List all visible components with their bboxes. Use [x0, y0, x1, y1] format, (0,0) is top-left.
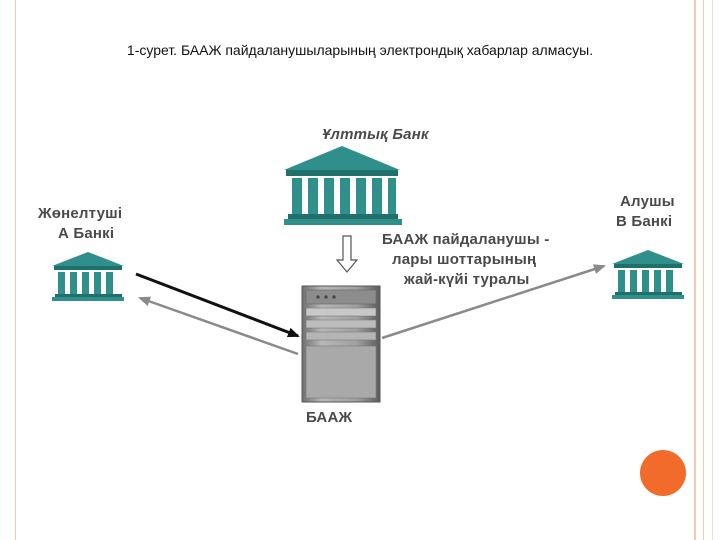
server-label: БААЖ: [306, 409, 353, 426]
national-bank-label: Ұлттық Банк: [322, 126, 429, 143]
sender-bank-label-line1: Жөнелтуші: [38, 205, 123, 222]
slide-border-right-thin: [703, 0, 704, 540]
national-bank-icon: [284, 146, 402, 225]
annotation-line1: БААЖ пайдаланушы -: [382, 231, 550, 248]
arrow-server-to-sender: [138, 296, 299, 356]
sender-bank-icon: [52, 252, 124, 301]
arrow-sender-to-server: [135, 272, 300, 338]
slide-border-right: [694, 0, 696, 540]
down-arrow-icon: [335, 235, 359, 273]
slide-border-right-outer: [712, 0, 713, 540]
receiver-bank-label-line2: В Банкі: [616, 213, 673, 230]
decorative-orange-circle: [640, 450, 686, 496]
receiver-bank-label-line1: Алушы: [620, 193, 675, 210]
annotation-line2: лары шоттарының: [392, 251, 537, 268]
annotation-line3: жай-күйі туралы: [404, 271, 530, 288]
figure-caption: 1-сурет. БААЖ пайдаланушыларының электро…: [126, 42, 594, 58]
arrow-server-to-receiver: [381, 264, 606, 340]
receiver-bank-icon: [612, 250, 684, 299]
server-icon: [301, 285, 381, 403]
slide-border-left: [15, 0, 16, 540]
sender-bank-label-line2: А Банкі: [58, 225, 115, 242]
